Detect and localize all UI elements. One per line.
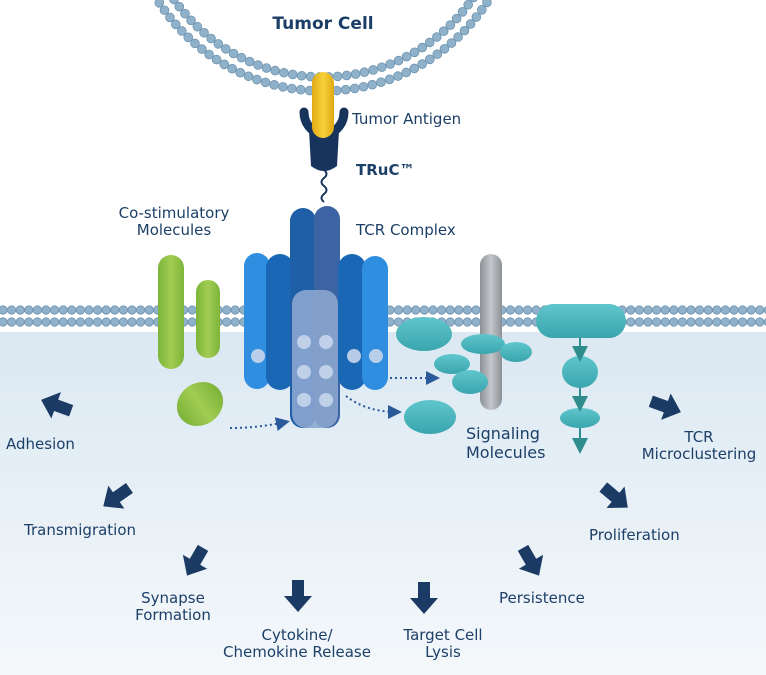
proliferation-label: Proliferation — [589, 526, 680, 544]
target-label-line2: Lysis — [425, 643, 461, 661]
signaling-label-line2: Molecules — [466, 443, 546, 462]
synapse-arrow — [182, 544, 209, 576]
tcr-complex — [244, 206, 388, 428]
tcr-microclustering-label: TCR Microclustering — [636, 429, 762, 463]
signaling-molecules — [396, 254, 626, 454]
truc-label: TRuC™ — [356, 161, 415, 179]
tcr-micro-label-line2: Microclustering — [641, 445, 757, 463]
target-label-line1: Target Cell — [403, 626, 483, 644]
signaling-label-line1: Signaling — [466, 424, 540, 443]
adhesion-arrow — [41, 392, 74, 419]
co-stimulatory-label: Co-stimulatory Molecules — [104, 205, 244, 239]
synapse-formation-label: Synapse Formation — [118, 590, 228, 624]
persistence-label: Persistence — [499, 589, 585, 607]
tcr-complex-label: TCR Complex — [356, 221, 456, 239]
cytokine-label-line1: Cytokine/ — [261, 626, 333, 644]
co-stimulatory-molecules — [158, 255, 224, 427]
persistence-arrow — [517, 544, 544, 576]
signaling-molecules-label: Signaling Molecules — [466, 424, 545, 462]
truc-receptor — [299, 72, 349, 203]
microclustering-arrow — [648, 393, 681, 420]
transmigration-arrow — [103, 483, 133, 509]
activation-arrows — [229, 371, 440, 431]
cytokine-arrow — [284, 580, 312, 612]
outcome-arrows — [41, 392, 681, 614]
cytokine-label-line2: Chemokine Release — [223, 643, 371, 661]
t-cell-cytoplasm — [0, 332, 766, 675]
cytokine-release-label: Cytokine/ Chemokine Release — [212, 627, 382, 661]
co-stimulatory-label-line2: Molecules — [136, 221, 212, 239]
transmigration-label: Transmigration — [24, 521, 137, 539]
tumor-antigen-label: Tumor Antigen — [352, 110, 462, 128]
synapse-label-line2: Formation — [135, 606, 211, 624]
co-stimulatory-label-line1: Co-stimulatory — [118, 204, 230, 222]
target-cell-lysis-label: Target Cell Lysis — [383, 627, 503, 661]
tumor-cell-membrane — [154, 0, 492, 96]
tumor-antigen-shape — [312, 72, 334, 138]
tumor-cell-label: Tumor Cell — [272, 14, 374, 34]
synapse-label-line1: Synapse — [141, 589, 205, 607]
tcr-micro-label-line1: TCR — [684, 428, 714, 446]
proliferation-arrow — [599, 482, 628, 509]
lysis-arrow — [410, 582, 438, 614]
adhesion-label: Adhesion — [6, 435, 75, 453]
